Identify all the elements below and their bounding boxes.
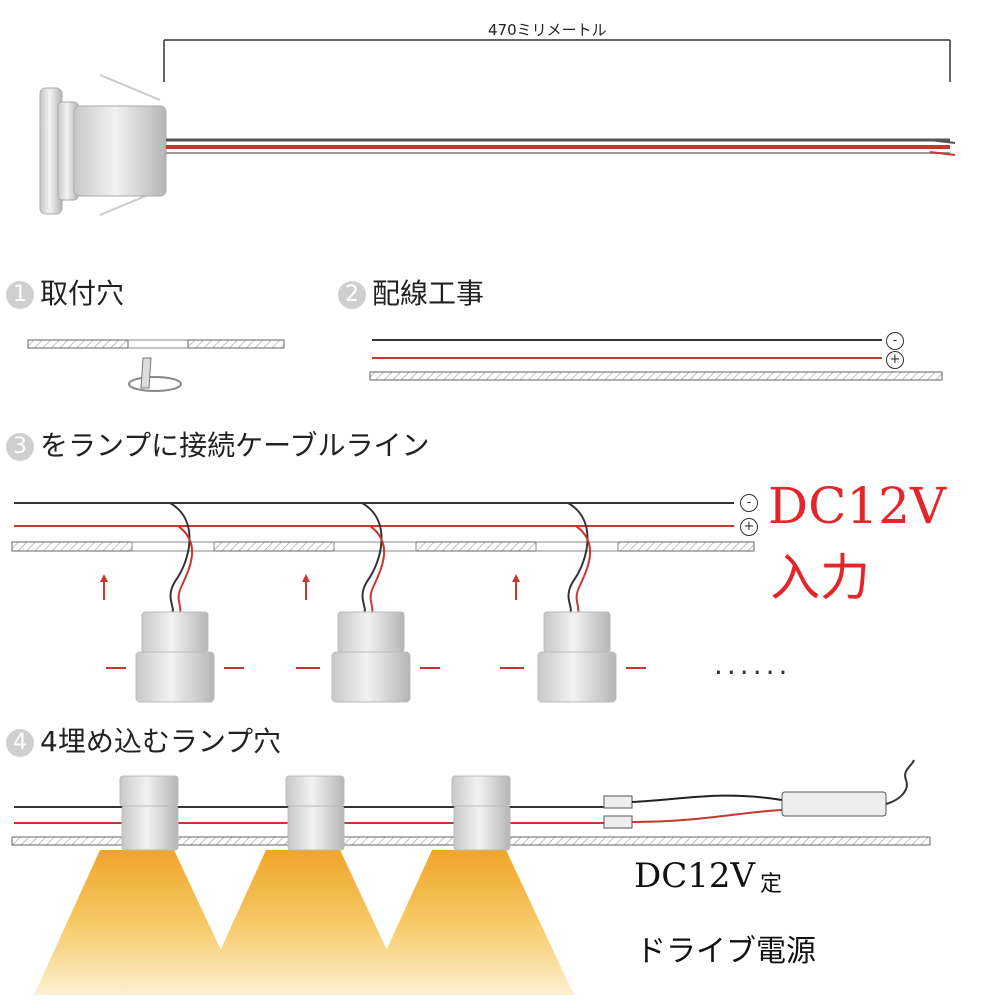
step-number-badge: 4 — [6, 729, 34, 757]
step-label: 4埋め込むランプ穴 — [40, 725, 281, 758]
step3-lamp-1 — [100, 502, 244, 703]
step3-lamp-3 — [500, 502, 646, 703]
spotlight-product — [39, 74, 956, 216]
driver-voltage: DC12V — [634, 856, 756, 896]
step-label: 配線工事 — [372, 277, 485, 310]
positive-polarity-icon: + — [740, 518, 758, 536]
step2-wiring — [369, 339, 943, 381]
step4-installation — [11, 759, 931, 995]
light-beam — [34, 850, 242, 995]
step-number-badge: 1 — [6, 281, 34, 309]
driver-unit — [781, 791, 887, 817]
positive-polarity-icon: + — [886, 351, 904, 369]
driver-constant-label: 定 — [760, 872, 783, 897]
light-beam — [200, 850, 408, 995]
power-input-label: 入力 — [770, 549, 870, 607]
negative-polarity-icon: - — [740, 494, 758, 512]
step3-lamp-2 — [296, 502, 440, 703]
dimension-label: 470ミリメートル — [488, 22, 648, 39]
step-label: 取付穴 — [40, 277, 125, 310]
continuation-dots: ...... — [714, 648, 792, 681]
negative-polarity-icon: - — [886, 332, 904, 350]
dimension-line — [163, 39, 951, 82]
step-number-badge: 2 — [338, 281, 366, 309]
step-number-badge: 3 — [6, 433, 34, 461]
power-input-voltage: DC12V — [768, 477, 947, 535]
step-label: をランプに接続ケーブルライン — [40, 429, 430, 462]
light-beam — [366, 850, 574, 995]
driver-power-label: ドライブ電源 — [636, 934, 816, 969]
step1-ceiling-board — [27, 339, 285, 392]
